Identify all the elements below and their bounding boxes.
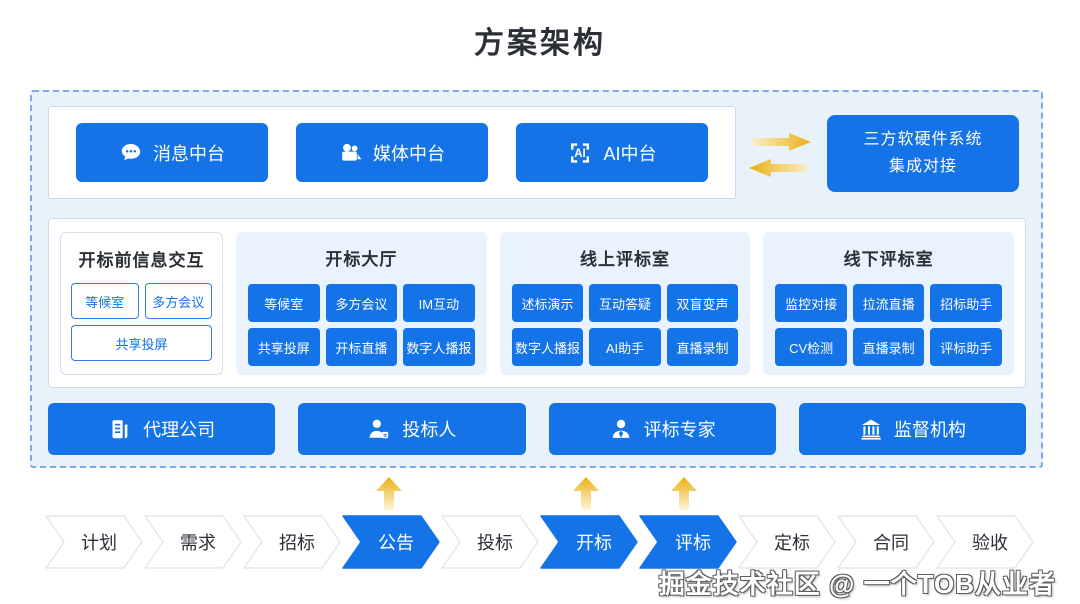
chat-bubble-icon xyxy=(119,141,143,165)
arrow-up-icon xyxy=(670,477,698,516)
arrow-up-icon xyxy=(572,477,600,516)
platform-media-center: 媒体中台 xyxy=(296,123,488,182)
arrow-left-icon xyxy=(747,158,807,183)
feature-chip: 拉流直播 xyxy=(852,284,925,322)
third-party-integration-box: 三方软硬件系统 集成对接 xyxy=(827,115,1019,192)
panel-title: 开标大厅 xyxy=(325,250,398,269)
feature-chip: IM互动 xyxy=(403,284,475,322)
role-label: 评标专家 xyxy=(643,420,716,440)
rooms-box: 开标前信息交互 等候室 多方会议 共享投屏 开标大厅 等候室 多方会议 IM互动… xyxy=(48,218,1026,388)
panel-button-grid: 等候室 多方会议 IM互动 共享投屏 开标直播 数字人播报 xyxy=(248,284,475,366)
role-bidder: 投标人 xyxy=(298,403,526,455)
feature-chip: 数字人播报 xyxy=(403,328,475,366)
office-building-icon xyxy=(108,417,132,441)
flow-step-bidding: 投标 xyxy=(441,515,540,569)
panel-title: 线下评标室 xyxy=(843,250,934,269)
feature-chip: 评标助手 xyxy=(930,328,1002,366)
arrow-up-icon xyxy=(375,477,403,516)
flow-step-contract: 合同 xyxy=(837,515,936,569)
panel-pre-bid-info-exchange: 开标前信息交互 等候室 多方会议 共享投屏 xyxy=(60,232,223,375)
flow-step-plan: 计划 xyxy=(45,515,144,569)
page-title: 方案架构 xyxy=(474,27,606,60)
role-evaluation-expert: 评标专家 xyxy=(548,403,776,455)
flow-step-label: 开标 xyxy=(576,533,612,553)
feature-chip: 直播录制 xyxy=(852,328,925,366)
role-label: 投标人 xyxy=(402,420,457,440)
integration-line1: 三方软硬件系统 xyxy=(863,131,983,149)
process-flow: 计划 需求 招标 公告 投标 开标 评标 定标 xyxy=(45,515,1035,569)
feature-chip: 述标演示 xyxy=(511,284,584,322)
arrow-right-icon xyxy=(753,132,813,157)
feature-chip: 数字人播报 xyxy=(511,328,584,366)
dashed-architecture-container: 消息中台 媒体中台 AI xyxy=(30,90,1043,468)
feature-chip: 开标直播 xyxy=(325,328,398,366)
feature-chip: AI助手 xyxy=(589,328,661,366)
flow-step-label: 公告 xyxy=(378,533,414,553)
panel-bid-opening-hall: 开标大厅 等候室 多方会议 IM互动 共享投屏 开标直播 数字人播报 xyxy=(236,232,487,375)
platform-label: 媒体中台 xyxy=(373,143,445,164)
panel-title: 开标前信息交互 xyxy=(78,251,205,270)
ai-frame-icon: AI xyxy=(567,141,593,165)
platforms-box: 消息中台 媒体中台 AI xyxy=(48,106,736,199)
flow-step-label: 评标 xyxy=(675,533,711,553)
platform-message-center: 消息中台 xyxy=(76,123,268,182)
flow-step-label: 计划 xyxy=(81,533,117,553)
feature-chip: 等候室 xyxy=(248,284,320,322)
feature-chip: 互动答疑 xyxy=(589,284,661,322)
feature-chip: 多方会议 xyxy=(144,283,212,319)
flow-step-label: 招标 xyxy=(279,533,315,553)
video-camera-icon xyxy=(339,141,363,165)
platform-ai-center: AI AI中台 xyxy=(516,123,708,182)
flow-step-evaluation: 评标 xyxy=(639,515,738,569)
panel-button-grid: 等候室 多方会议 共享投屏 xyxy=(71,283,212,361)
flow-step-tender: 招标 xyxy=(243,515,342,569)
flow-step-label: 需求 xyxy=(180,533,216,553)
panel-offline-evaluation-room: 线下评标室 监控对接 拉流直播 招标助手 CV检测 直播录制 评标助手 xyxy=(763,232,1015,375)
watermark: 掘金技术社区 @ 一个TOB从业者 xyxy=(658,569,1056,599)
role-label: 代理公司 xyxy=(143,420,216,440)
flow-step-demand: 需求 xyxy=(144,515,243,569)
platform-label: AI中台 xyxy=(603,143,657,164)
flow-step-label: 投标 xyxy=(477,533,513,553)
flow-step-label: 合同 xyxy=(873,533,909,553)
panel-button-grid: 述标演示 互动答疑 双盲变声 数字人播报 AI助手 直播录制 xyxy=(511,284,739,366)
svg-text:AI: AI xyxy=(575,148,587,160)
flow-step-label: 验收 xyxy=(972,533,1008,553)
panel-online-evaluation-room: 线上评标室 述标演示 互动答疑 双盲变声 数字人播报 AI助手 直播录制 xyxy=(499,232,751,375)
bidder-person-icon xyxy=(367,417,391,441)
role-label: 监督机构 xyxy=(893,420,966,440)
flow-step-label: 定标 xyxy=(774,533,810,553)
role-agency-company: 代理公司 xyxy=(48,403,276,455)
feature-chip: 招标助手 xyxy=(930,284,1002,322)
feature-chip: 多方会议 xyxy=(325,284,398,322)
roles-row: 代理公司 投标人 xyxy=(48,403,1026,455)
flow-step-bid-opening: 开标 xyxy=(540,515,639,569)
feature-chip: 直播录制 xyxy=(666,328,739,366)
flow-step-acceptance: 验收 xyxy=(936,515,1035,569)
platform-label: 消息中台 xyxy=(153,143,225,164)
feature-chip: 等候室 xyxy=(71,283,139,319)
expert-person-icon xyxy=(609,417,633,441)
panel-button-grid: 监控对接 拉流直播 招标助手 CV检测 直播录制 评标助手 xyxy=(775,284,1002,366)
feature-chip: CV检测 xyxy=(775,328,847,366)
flow-step-announcement: 公告 xyxy=(342,515,441,569)
panel-title: 线上评标室 xyxy=(580,250,670,269)
feature-chip: 双盲变声 xyxy=(666,284,739,322)
feature-chip: 监控对接 xyxy=(775,284,847,322)
feature-chip: 共享投屏 xyxy=(71,325,212,361)
integration-line2: 集成对接 xyxy=(888,157,957,175)
role-supervision-agency: 监督机构 xyxy=(798,403,1026,455)
bank-icon xyxy=(859,417,883,441)
flow-step-award: 定标 xyxy=(738,515,837,569)
feature-chip: 共享投屏 xyxy=(248,328,320,366)
